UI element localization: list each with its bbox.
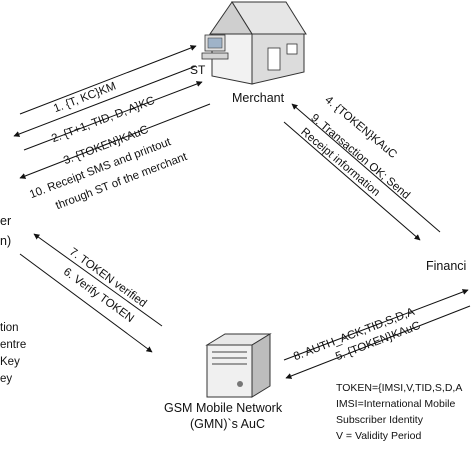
legend-right-line-4: V = Validity Period [336,430,422,442]
legend-left-line-1: tion [0,322,19,334]
arrow-3 [23,81,203,151]
merchant-label: Merchant [232,91,285,105]
arrow-7 [33,233,163,327]
legend-left-line-3: Key [0,356,20,368]
auc-label-line2: (GMN)`s AuC [190,417,265,431]
subscriber-label-bottom: n) [0,234,12,248]
subscriber-label-top: er [0,214,12,228]
legend-right-line-1: TOKEN={IMSI,V,TID,S,D,A [336,382,463,394]
arrow-10 [19,103,211,179]
merchant-house-icon [209,1,307,85]
arrow-5 [285,305,471,379]
arrow-9 [283,121,421,241]
legend-right-line-2: IMSI=International Mobile [336,398,456,410]
legend-left-line-2: entre [0,339,27,351]
financial-label: Financi [426,259,467,273]
st-computer-icon [201,34,229,60]
legend-right-line-3: Subscriber Identity [336,414,423,426]
arrow-6 [19,253,153,353]
legend-left-line-4: ey [0,373,13,385]
arrow-4 [291,103,441,233]
st-label: ST [190,63,206,77]
auc-label-line1: GSM Mobile Network [164,401,283,415]
arrow-1 [19,45,197,115]
arrow-8 [283,289,469,361]
arrow-2 [13,65,197,137]
auc-server-icon [205,333,272,398]
